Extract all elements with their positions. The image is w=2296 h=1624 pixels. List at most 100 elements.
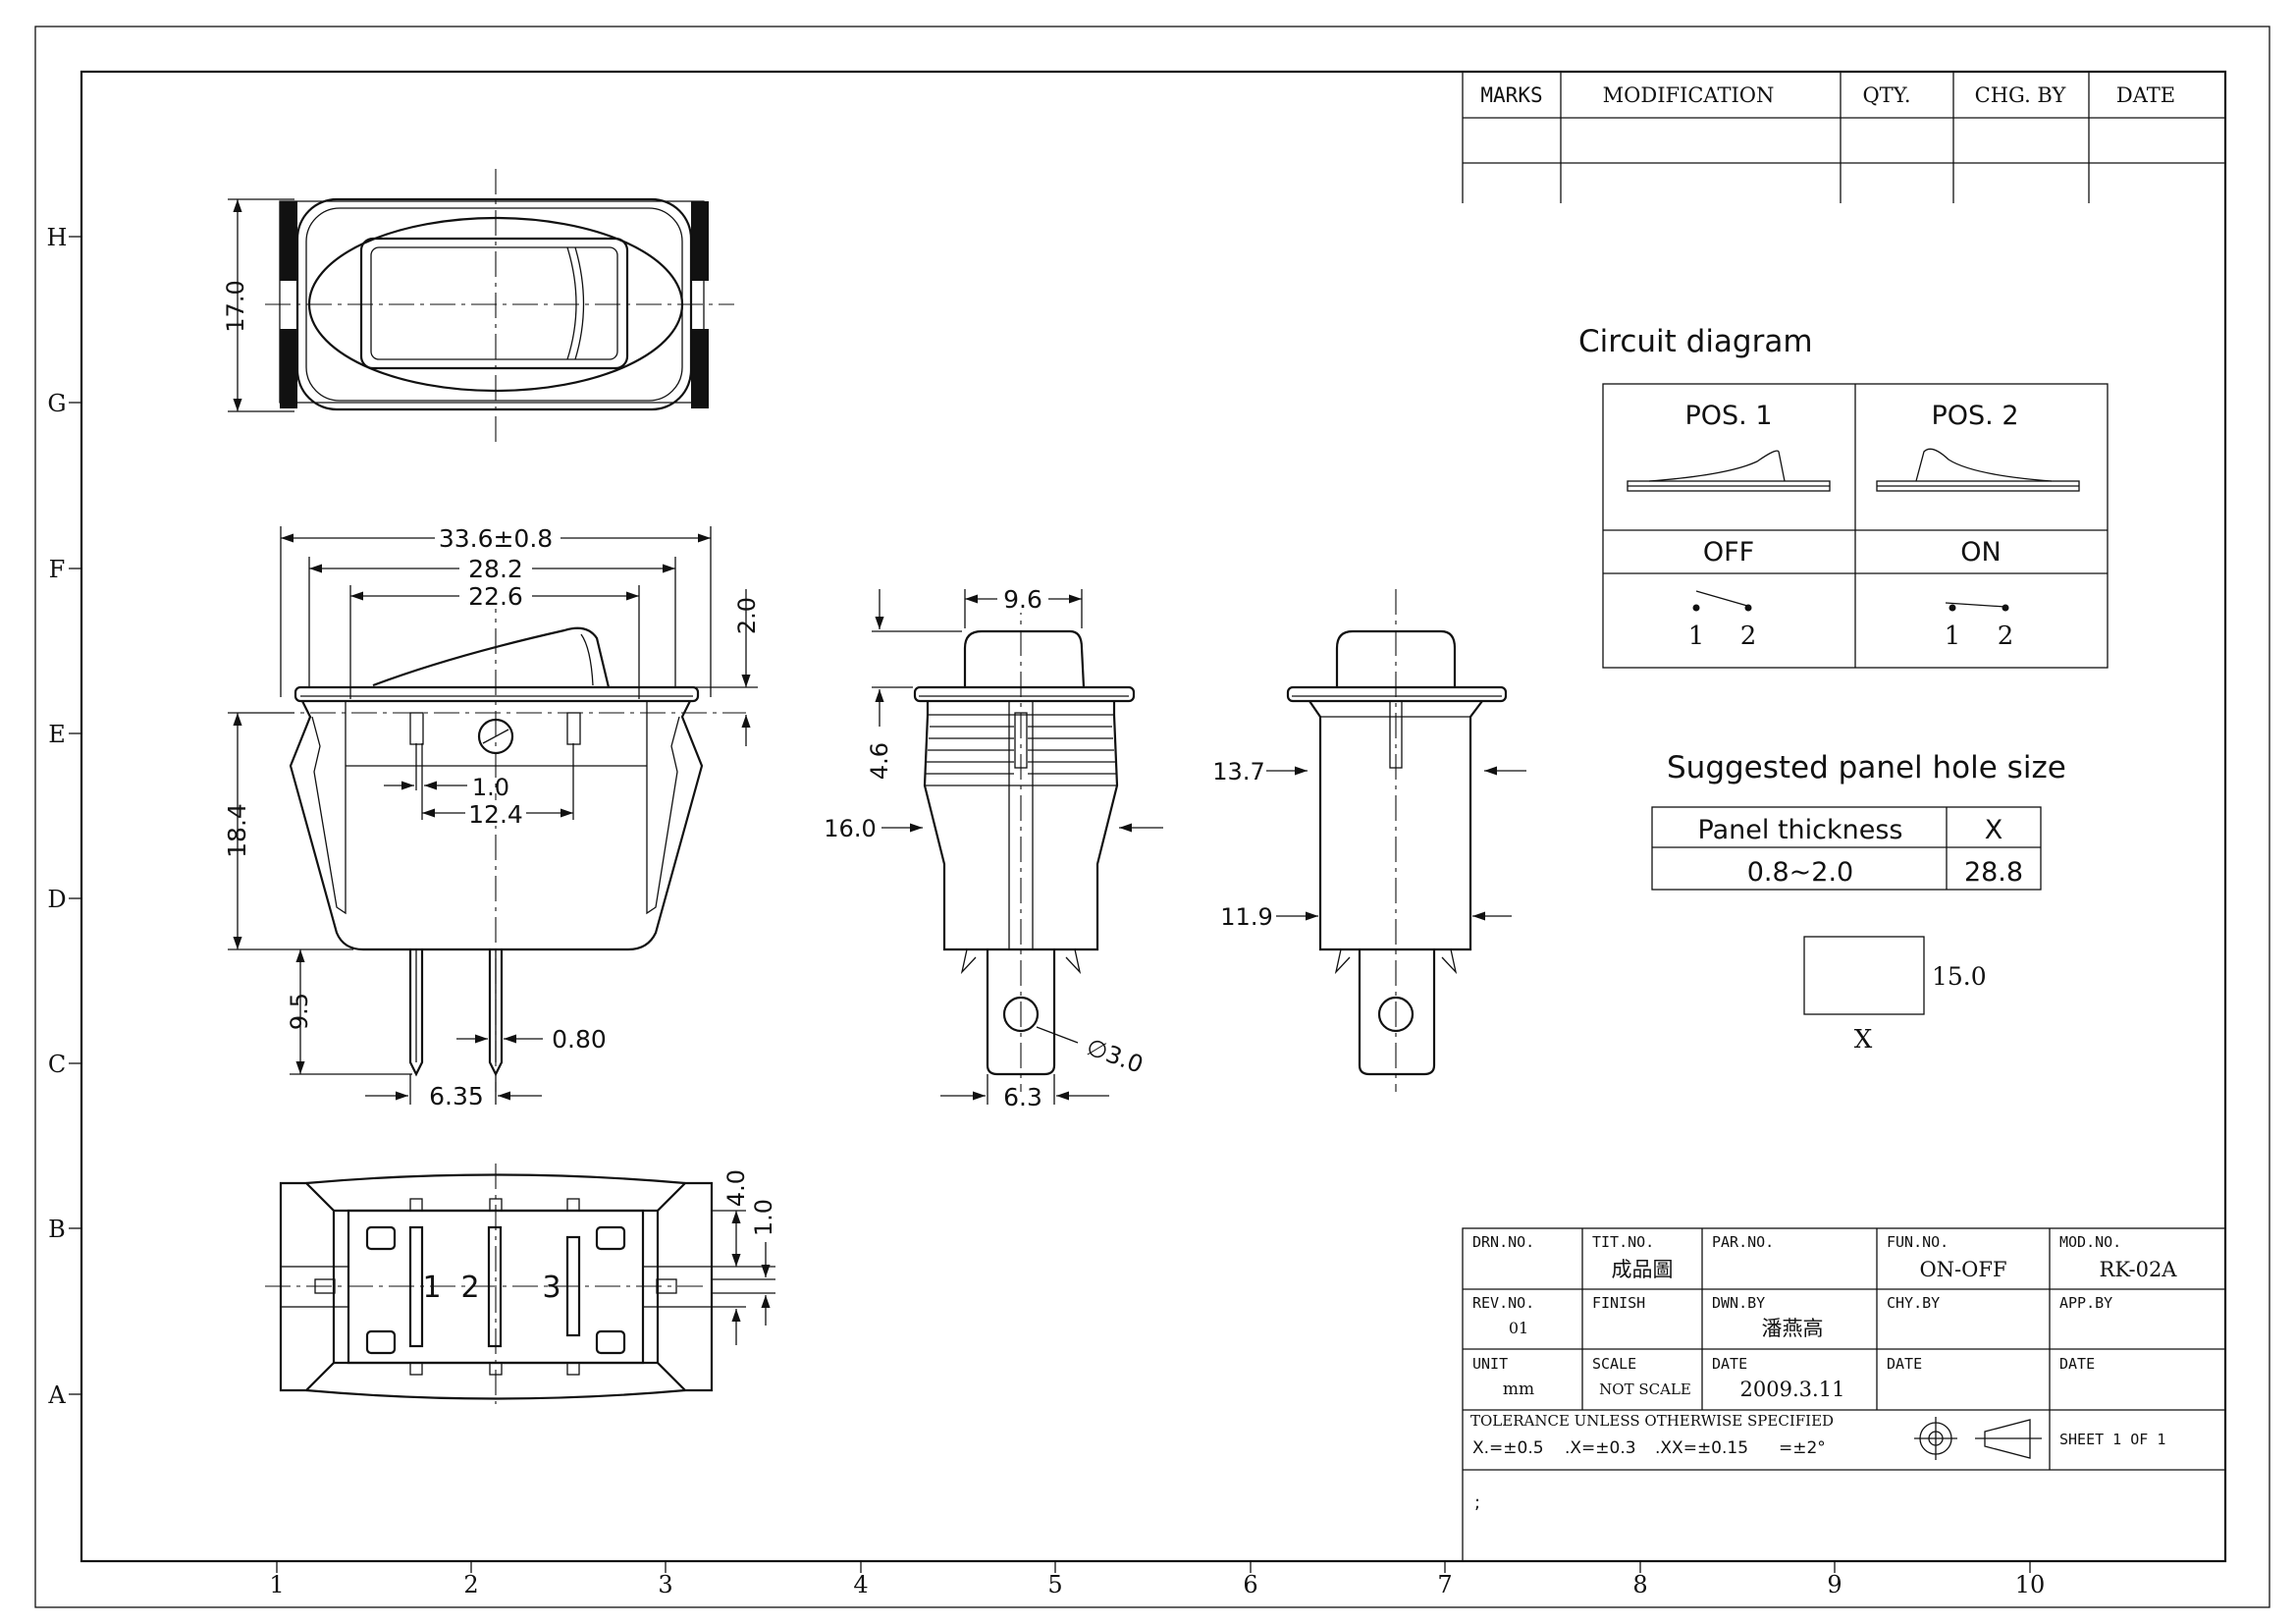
col-label: 9 [1827,1571,1842,1598]
row-label: H [47,224,68,251]
side-view-right: 13.7 11.9 [1212,589,1526,1092]
dim-6-35: 6.35 [429,1082,484,1110]
circuit-title: Circuit diagram [1578,324,1813,359]
dim-1-0: 1.0 [472,774,509,801]
fun-no-label: FUN.NO. [1887,1233,1949,1251]
unit-value: mm [1503,1380,1534,1399]
inner-frame [80,70,2227,1563]
row-label: C [48,1051,66,1078]
dim-33-6: 33.6±0.8 [439,524,553,553]
front-view: 33.6±0.8 28.2 22.6 2.0 1.0 12.4 18.4 9.5… [223,524,761,1110]
panel-col1: Panel thickness [1698,815,1903,845]
rev-header-date: DATE [2116,83,2175,107]
col-label: 5 [1047,1571,1062,1598]
tit-no-label: TIT.NO. [1592,1233,1654,1251]
dim-9-6: 9.6 [1003,585,1042,614]
scale-label: SCALE [1592,1355,1636,1373]
terminal-2: 2 [1998,622,2014,651]
unit-label: UNIT [1472,1355,1508,1373]
dim-13-7: 13.7 [1212,758,1264,785]
outer-frame [34,26,2270,1608]
dwn-by-value: 潘燕高 [1762,1317,1824,1340]
drn-no-label: DRN.NO. [1472,1233,1534,1251]
rev-header-marks: MARKS [1480,83,1542,107]
panel-thickness: 0.8~2.0 [1747,857,1854,888]
row-label: E [48,721,66,748]
date-label-app: DATE [2059,1355,2095,1373]
date-label: DATE [1712,1355,1747,1373]
mod-no-label: MOD.NO. [2059,1233,2121,1251]
dim-dia-3-0: ∅3.0 [1083,1033,1147,1079]
panel-title: Suggested panel hole size [1667,750,2066,785]
top-view: 17.0 [222,169,734,444]
row-ticks [69,236,81,1395]
finish-label: FINISH [1592,1294,1645,1312]
par-no-label: PAR.NO. [1712,1233,1774,1251]
app-by-label: APP.BY [2059,1294,2112,1312]
revision-table: MARKS MODIFICATION QTY. CHG. BY DATE [1462,72,2225,203]
state-on: ON [1960,537,2001,568]
dim-11-9: 11.9 [1220,903,1272,931]
col-label: 4 [853,1571,868,1598]
circuit-diagram: Circuit diagram POS. 1 POS. 2 OFF ON 1 2… [1578,324,2109,669]
mod-no-value: RK-02A [2100,1258,2178,1281]
panel-hole: Suggested panel hole size Panel thicknes… [1651,750,2066,1055]
pin-label-2: 2 [460,1271,479,1305]
dim-12-4: 12.4 [468,800,523,829]
rev-no-label: REV.NO. [1472,1294,1534,1312]
rev-header-chg-by: CHG. BY [1975,83,2067,107]
col-labels: 1 2 3 4 5 6 7 8 9 10 [269,1571,2045,1598]
tit-no-value: 成品圖 [1612,1258,1674,1281]
row-labels: H G F E D C B A [47,224,68,1409]
rev-header-qty: QTY. [1862,83,1910,107]
panel-col2: X [1985,815,2003,845]
title-block: DRN.NO. TIT.NO. 成品圖 PAR.NO. FUN.NO. ON-O… [1462,1227,2226,1562]
hole-width-label: X [1854,1025,1873,1055]
dim-17-0: 17.0 [222,280,249,332]
row-label: A [47,1381,66,1409]
dim-1-0-bottom: 1.0 [750,1199,777,1236]
pos1-label: POS. 1 [1684,401,1772,431]
dim-4-6: 4.6 [866,742,893,780]
tolerance-angle: =±2° [1779,1438,1826,1458]
rev-no-value: 01 [1509,1319,1528,1337]
state-off: OFF [1703,537,1754,568]
bottom-view: 1 2 3 4.0 1.0 [265,1164,777,1404]
dim-28-2: 28.2 [468,555,523,583]
tolerance-x1: .X=±0.3 [1565,1438,1636,1458]
projection-symbol-icon [1914,1417,2042,1460]
col-label: 3 [658,1571,672,1598]
row-label: F [49,556,66,583]
col-label: 7 [1437,1571,1452,1598]
dim-6-3: 6.3 [1003,1083,1042,1111]
terminal-1: 1 [1945,622,1961,651]
terminal-2: 2 [1740,622,1757,651]
col-label: 8 [1632,1571,1647,1598]
tolerance-title: TOLERANCE UNLESS OTHERWISE SPECIFIED [1470,1412,1834,1430]
pin-label-1: 1 [422,1271,441,1305]
dim-22-6: 22.6 [468,582,523,611]
col-label: 2 [463,1571,478,1598]
scale-value: NOT SCALE [1599,1380,1691,1398]
fun-no-value: ON-OFF [1919,1258,2006,1281]
dim-4-0: 4.0 [722,1169,750,1207]
pos2-label: POS. 2 [1931,401,2018,431]
hole-height: 15.0 [1932,962,1987,991]
rev-header-modification: MODIFICATION [1603,83,1775,107]
side-view-left: 9.6 4.6 16.0 6.3 ∅3.0 [824,585,1163,1111]
tolerance-x2: .XX=±0.15 [1655,1438,1748,1458]
col-label: 1 [269,1571,284,1598]
date-label-chk: DATE [1887,1355,1922,1373]
col-label: 10 [2015,1571,2046,1598]
tolerance-x: X.=±0.5 [1472,1438,1544,1458]
dim-2-0: 2.0 [733,597,761,634]
chy-by-label: CHY.BY [1887,1294,1940,1312]
dim-9-5: 9.5 [286,993,313,1030]
panel-x: 28.8 [1964,857,2023,888]
dwn-by-label: DWN.BY [1712,1294,1765,1312]
col-ticks [276,1561,2031,1573]
row-label: G [47,390,66,417]
col-label: 6 [1243,1571,1257,1598]
sheet-label: SHEET 1 OF 1 [2059,1431,2165,1448]
